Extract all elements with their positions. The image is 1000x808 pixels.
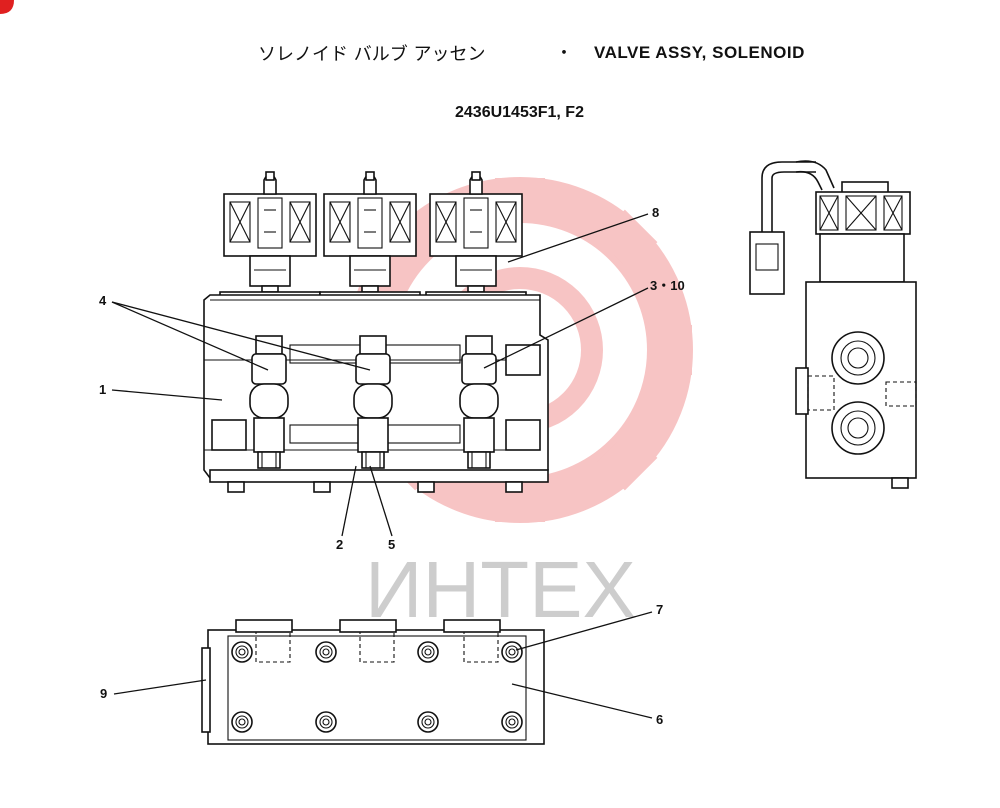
callouts: 4 1 8 3・10 2 5 7 6 9 xyxy=(99,205,685,727)
callout-6: 6 xyxy=(656,712,663,727)
callout-1: 1 xyxy=(99,382,106,397)
title-separator: ・ xyxy=(555,43,573,64)
callout-9: 9 xyxy=(100,686,107,701)
bottom-view xyxy=(201,619,545,745)
spool-1 xyxy=(249,335,289,469)
corner-mark xyxy=(0,0,14,14)
title-english: VALVE ASSY, SOLENOID xyxy=(594,43,805,62)
callout-8: 8 xyxy=(652,205,659,220)
callout-5: 5 xyxy=(388,537,395,552)
side-coil xyxy=(815,191,911,235)
spool-2 xyxy=(353,335,393,469)
callout-2: 2 xyxy=(336,537,343,552)
front-view xyxy=(203,171,549,493)
callout-4: 4 xyxy=(99,293,107,308)
watermark-text: ИНТЕХ xyxy=(365,545,636,634)
part-number: 2436U1453F1, F2 xyxy=(455,104,584,121)
callout-7: 7 xyxy=(656,602,663,617)
spool-3 xyxy=(459,335,499,469)
callout-3-10: 3・10 xyxy=(650,278,685,293)
title-japanese: ソレノイド バルブ アッセン xyxy=(258,43,485,65)
connector-plug xyxy=(749,231,785,295)
side-view xyxy=(749,160,917,489)
bottom-plate xyxy=(207,629,545,745)
